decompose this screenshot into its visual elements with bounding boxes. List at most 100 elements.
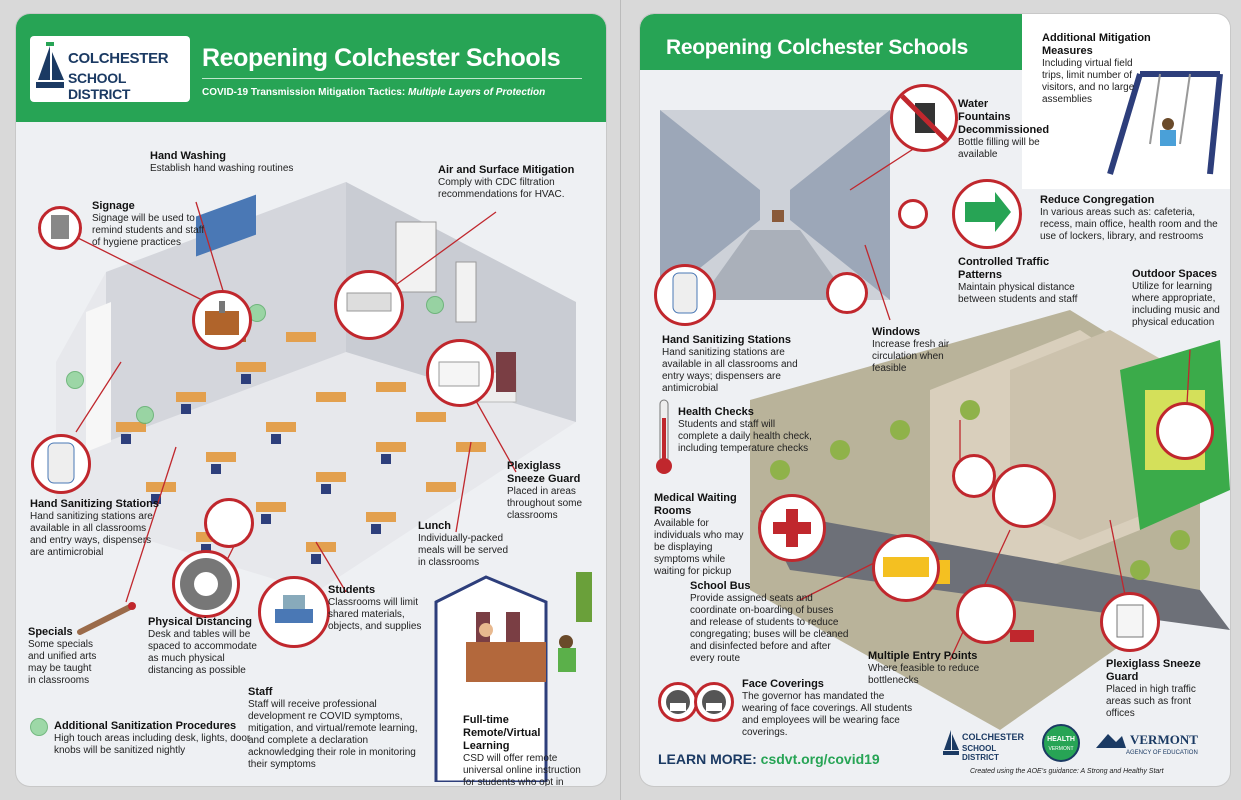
building-circle bbox=[952, 454, 996, 498]
specials-title: Specials bbox=[28, 626, 73, 638]
learn-more: LEARN MORE: csdvt.org/covid19 bbox=[658, 751, 880, 767]
right-page: Reopening Colchester Schools bbox=[640, 14, 1230, 786]
health-logo-sub: VERMONT bbox=[1048, 746, 1074, 752]
title-rule bbox=[202, 78, 582, 79]
bus-text: Provide assigned seats and coordinate on… bbox=[690, 593, 849, 664]
learn-more-link[interactable]: csdvt.org/covid19 bbox=[760, 751, 880, 767]
outdoor-circle bbox=[1156, 402, 1214, 460]
lunch-title: Lunch bbox=[418, 520, 451, 532]
plexiglass-circle bbox=[426, 339, 494, 407]
traffic-circle bbox=[826, 272, 868, 314]
face-covering-circle-1 bbox=[658, 682, 698, 722]
sailboat-icon bbox=[943, 730, 959, 755]
hand-washing-text: Establish hand washing routines bbox=[150, 163, 294, 174]
traffic-arrow-icon bbox=[965, 192, 1011, 232]
mitigation-title: Additional Mitigation Measures bbox=[1042, 32, 1151, 57]
lunch-text: Individually-packed meals will be served… bbox=[418, 533, 509, 568]
health-logo-text: HEALTH bbox=[1047, 736, 1075, 743]
thermometer-icon bbox=[656, 399, 672, 474]
hand-sanitizing-title: Hand Sanitizing Stations bbox=[30, 498, 159, 510]
classroom-illustration bbox=[56, 182, 576, 603]
sanitization-dot bbox=[426, 296, 444, 314]
hand-sanitizing-text: Hand sanitizing stations are available i… bbox=[30, 511, 153, 558]
bus-circle bbox=[872, 534, 940, 602]
page-subtitle: COVID-19 Transmission Mitigation Tactics… bbox=[202, 87, 545, 98]
remote-text: CSD will offer remote universal online i… bbox=[463, 753, 581, 786]
vt-aoe-logo: VERMONT AGENCY OF EDUCATION bbox=[1096, 728, 1206, 762]
traffic-title: Controlled Traffic Patterns bbox=[958, 256, 1050, 281]
left-page: COLCHESTER SCHOOL DISTRICT Reopening Col… bbox=[16, 14, 606, 786]
distancing-icon bbox=[180, 558, 232, 610]
water-text: Bottle filling will be available bbox=[958, 137, 1040, 160]
windows-title: Windows bbox=[872, 326, 921, 338]
entry-title: Multiple Entry Points bbox=[868, 650, 978, 662]
distancing-text: Desk and tables will be spaced to accomm… bbox=[148, 629, 257, 676]
entry-text: Where feasible to reduce bottlenecks bbox=[868, 663, 980, 686]
hand-sanitizing-circle bbox=[31, 434, 91, 494]
sanitizer-icon bbox=[672, 272, 698, 314]
csd-line1: COLCHESTER bbox=[962, 732, 1025, 742]
mask-icon bbox=[666, 690, 690, 714]
vt-sub: AGENCY OF EDUCATION bbox=[1126, 750, 1198, 756]
medical-text: Available for individuals who may be dis… bbox=[654, 518, 744, 577]
entry-point-circle bbox=[956, 584, 1016, 644]
specials-text: Some specials and unified arts may be ta… bbox=[28, 639, 97, 686]
paintbrush-icon bbox=[77, 602, 136, 635]
page-title: Reopening Colchester Schools bbox=[202, 44, 561, 72]
hand-washing-title: Hand Washing bbox=[150, 150, 226, 162]
water-title: Water Fountains Decommissioned bbox=[958, 98, 1050, 136]
staff-text: Staff will receive professional developm… bbox=[248, 699, 418, 770]
students-circle-small bbox=[204, 498, 254, 548]
medical-title: Medical Waiting Rooms bbox=[654, 492, 737, 517]
csd-line2: SCHOOL DISTRICT bbox=[962, 744, 999, 762]
plexiglass-right-title: Plexiglass Sneeze Guard bbox=[1106, 658, 1201, 683]
signage-text: Signage will be used to remind students … bbox=[92, 213, 205, 248]
mountain-icon bbox=[1096, 734, 1126, 748]
subtitle-italic: Multiple Layers of Protection bbox=[407, 87, 546, 98]
students-text: Classrooms will limit shared materials, … bbox=[328, 597, 422, 632]
traffic-text: Maintain physical distance between stude… bbox=[958, 282, 1078, 305]
remote-title: Full-time Remote/Virtual Learning bbox=[463, 714, 541, 752]
congregation-title: Reduce Congregation bbox=[1040, 194, 1155, 206]
sailboat-icon bbox=[36, 42, 64, 88]
hand-sanitizing-circle-right bbox=[654, 264, 716, 326]
medical-circle bbox=[758, 494, 826, 562]
medical-cross-icon bbox=[773, 509, 811, 547]
supplies-icon bbox=[275, 595, 313, 623]
windows-text: Increase fresh air circulation when feas… bbox=[872, 339, 950, 374]
csd-logo: COLCHESTER SCHOOL DISTRICT bbox=[30, 36, 190, 102]
sanitizer-icon bbox=[47, 442, 75, 484]
page-divider bbox=[620, 0, 621, 800]
students-title: Students bbox=[328, 584, 376, 596]
mask-icon bbox=[702, 690, 726, 714]
left-header: COLCHESTER SCHOOL DISTRICT Reopening Col… bbox=[16, 14, 606, 122]
health-title: Health Checks bbox=[678, 406, 754, 418]
sneeze-guard-icon bbox=[438, 361, 480, 387]
congregation-circle bbox=[952, 179, 1022, 249]
hand-sanitizing-right-text: Hand sanitizing stations are available i… bbox=[662, 347, 798, 394]
air-text: Comply with CDC filtration recommendatio… bbox=[438, 177, 565, 200]
plexiglass-right-text: Placed in high traffic areas such as fro… bbox=[1106, 684, 1196, 719]
health-logo: HEALTH VERMONT bbox=[1042, 724, 1080, 762]
face-covering-circle-2 bbox=[694, 682, 734, 722]
swing-set-icon bbox=[1107, 71, 1223, 175]
school-bus-icon bbox=[883, 557, 929, 577]
water-fountain-circle bbox=[890, 84, 958, 152]
mitigation-panel bbox=[1022, 14, 1230, 189]
